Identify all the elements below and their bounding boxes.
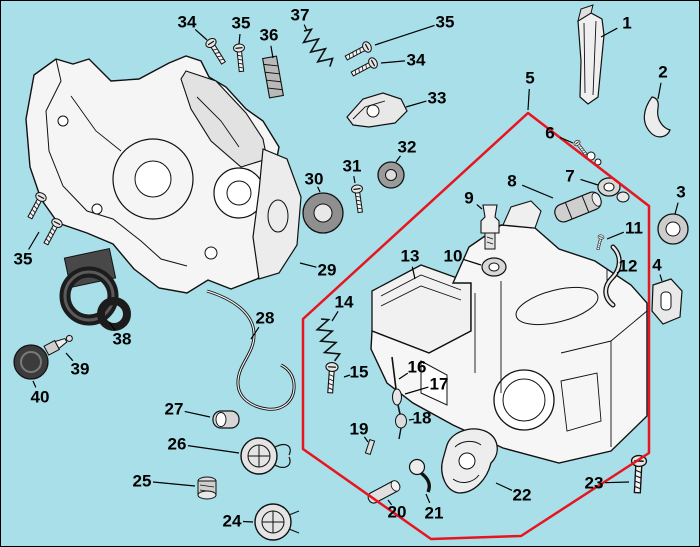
leader-line-30: [317, 186, 321, 193]
leader-line-19: [363, 436, 369, 443]
part-35a-screw: [232, 42, 248, 73]
leader-line-1: [600, 27, 618, 38]
leader-line-31: [353, 176, 356, 184]
leader-line-3: [674, 202, 679, 215]
part-11-screw: [594, 233, 605, 251]
part-37-spring: [297, 26, 337, 72]
leader-line-8: [521, 184, 554, 199]
part-21-drawing: [408, 458, 431, 493]
leader-line-24: [242, 520, 254, 523]
part-39-drawing: [43, 334, 73, 356]
leader-line-6: [559, 136, 574, 144]
leader-line-34b: [380, 60, 406, 64]
leader-line-23: [604, 481, 630, 484]
leader-line-10: [463, 258, 482, 266]
leader-line-35c: [28, 231, 40, 250]
part-28-drawing: [206, 289, 296, 411]
leader-line-14: [331, 310, 339, 322]
leader-line-18: [408, 418, 415, 421]
leader-line-4: [659, 274, 663, 282]
part-9-drawing: [480, 204, 500, 250]
part-34a-screw: [203, 36, 229, 67]
part-30-drawing: [302, 192, 344, 234]
leader-line-22: [495, 482, 513, 491]
leader-line-16: [398, 372, 409, 380]
leader-line-36: [270, 45, 274, 59]
part-38-drawing: [59, 247, 131, 331]
parts-drawings: [13, 4, 689, 541]
highlight-region: [301, 111, 651, 541]
leader-line-27: [184, 410, 211, 418]
part-16-17-18-drawing: [391, 356, 407, 440]
leader-lines: [28, 24, 679, 523]
leader-line-9: [476, 204, 483, 210]
part-40-drawing: [13, 344, 49, 380]
leader-line-38: [108, 321, 116, 331]
part-27-drawing: [212, 410, 240, 429]
part-14-spring: [313, 316, 343, 364]
part-22-drawing: [441, 428, 498, 494]
leader-line-13: [411, 266, 416, 280]
leader-line-35b: [374, 24, 435, 46]
part-10-drawing: [481, 257, 507, 277]
leader-line-28: [250, 326, 260, 340]
leader-line-26: [187, 445, 240, 454]
leader-line-32: [395, 155, 401, 163]
part-34b-screw: [349, 55, 380, 80]
leader-line-11: [606, 231, 625, 240]
part-36-drawing: [261, 55, 285, 99]
leader-line-5: [527, 88, 530, 111]
leader-line-29: [299, 262, 317, 268]
part-26-drawing: [240, 437, 291, 475]
leader-line-15: [343, 374, 351, 378]
part-12-drawing: [603, 244, 622, 308]
part-20-drawing: [367, 480, 401, 504]
leader-line-35a: [238, 33, 241, 45]
leader-line-12: [616, 269, 622, 274]
part-13-tank-drawing: [370, 200, 648, 464]
part-31-screw: [350, 183, 367, 214]
part-1-drawing: [577, 4, 605, 105]
part-8-drawing: [554, 191, 602, 223]
leader-line-7: [580, 178, 599, 186]
leader-line-39: [65, 352, 74, 362]
part-32-drawing: [377, 161, 405, 189]
leader-line-20: [387, 499, 393, 506]
leader-line-34a: [194, 28, 208, 41]
leader-line-17: [404, 386, 429, 395]
leader-line-25: [152, 481, 196, 487]
part-33-drawing: [346, 92, 408, 128]
part-15-screw: [323, 361, 340, 394]
leader-line-40: [32, 380, 37, 388]
part-3-drawing: [657, 213, 689, 245]
leader-line-2: [657, 82, 662, 100]
part-7-drawing: [597, 177, 630, 203]
leader-line-37: [303, 24, 308, 32]
part-29-drawing: [25, 55, 302, 294]
part-19-drawing: [364, 438, 376, 456]
leader-line-33: [405, 100, 427, 108]
part-2-drawing: [643, 96, 671, 138]
part-24-drawing: [254, 503, 300, 541]
part-4-drawing: [651, 278, 683, 325]
part-25-drawing: [197, 476, 217, 500]
leader-line-21: [425, 493, 431, 504]
